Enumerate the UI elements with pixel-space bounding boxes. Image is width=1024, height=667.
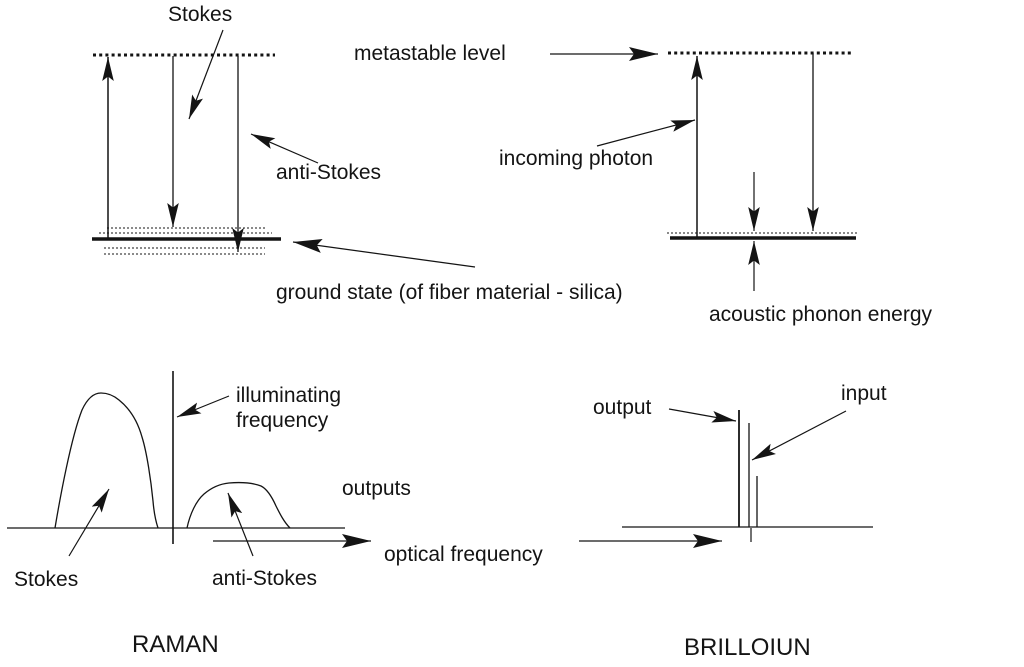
incoming-photon-pointer-arrow	[596, 119, 696, 147]
input-pointer-arrow	[751, 410, 847, 461]
stokes-transition-label: Stokes	[168, 3, 233, 26]
ground-state-label: ground state (of fiber material - silica…	[276, 281, 623, 304]
acoustic-phonon-energy-label: acoustic phonon energy	[709, 303, 932, 326]
brillouin-energy-diagram	[550, 47, 858, 291]
raman-energy-diagram	[92, 29, 476, 268]
anti-stokes-pointer-arrow	[250, 133, 319, 164]
raman-spectrum	[7, 371, 371, 557]
illuminating-frequency-label: illuminating frequency	[236, 384, 342, 432]
illuminating-pointer-arrow	[176, 395, 230, 418]
stokes-pointer-arrow	[188, 29, 224, 120]
anti-stokes-band-label: anti-Stokes	[212, 567, 318, 590]
brillouin-spectrum	[579, 408, 873, 548]
incoming-photon-label: incoming photon	[499, 147, 654, 170]
stokes-band-pointer-arrow	[68, 488, 110, 557]
output-line-label: output	[593, 396, 652, 419]
output-pointer-arrow	[668, 408, 737, 423]
brillouin-title: BRILLOIUN	[684, 634, 811, 661]
ground-state-pointer-arrow	[292, 239, 476, 268]
anti-stokes-transition-label: anti-Stokes	[276, 161, 382, 184]
outputs-label: outputs	[342, 477, 411, 500]
anti-stokes-band-curve	[186, 481, 291, 529]
anti-stokes-band-pointer-arrow	[227, 492, 254, 557]
stokes-band-curve	[54, 392, 159, 529]
raman-title: RAMAN	[132, 631, 219, 658]
metastable-level-label: metastable level	[354, 42, 506, 65]
input-line-label: input	[841, 382, 887, 405]
stokes-band-label: Stokes	[14, 568, 79, 591]
optical-frequency-axis-label: optical frequency	[384, 543, 543, 566]
